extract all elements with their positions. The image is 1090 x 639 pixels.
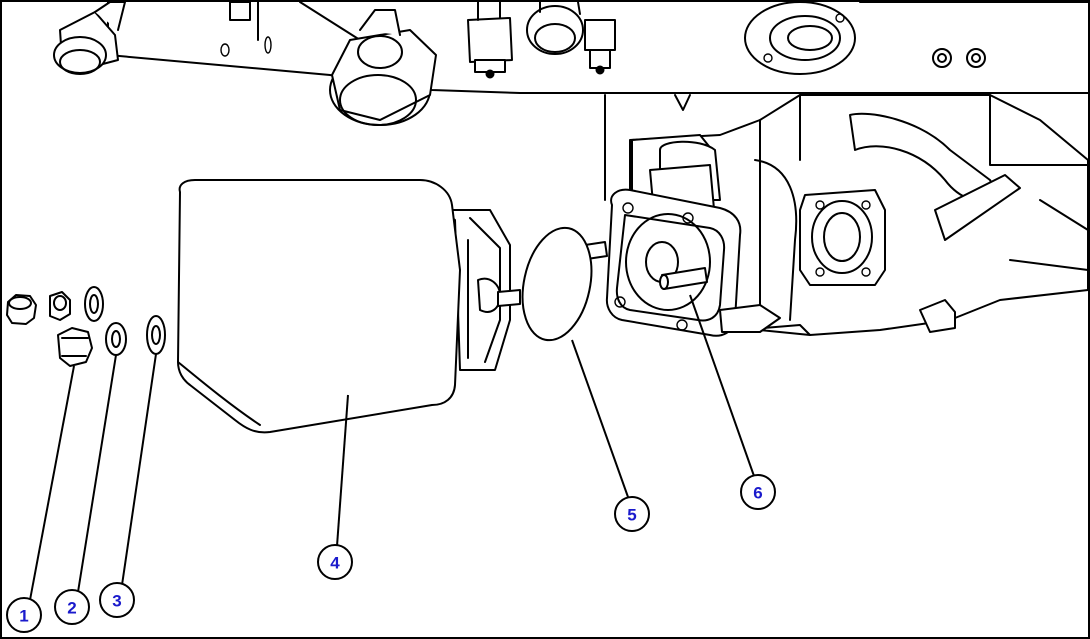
callout-5-label: 5 [627, 506, 636, 525]
hardware-set [6, 286, 166, 367]
callout-3: 3 [99, 582, 135, 618]
callout-5: 5 [614, 496, 650, 532]
leader-4 [336, 394, 349, 547]
callout-4: 4 [317, 544, 353, 580]
callout-2: 2 [54, 589, 90, 625]
callout-3-label: 3 [112, 592, 121, 611]
leader-lines [29, 294, 755, 601]
gasket [521, 226, 593, 342]
callout-4-label: 4 [330, 554, 340, 573]
callout-2-label: 2 [67, 599, 76, 618]
leader-6 [689, 294, 755, 477]
machine-frame [53, 1, 1089, 126]
callout-1: 1 [6, 597, 42, 633]
callout-1-label: 1 [19, 607, 28, 626]
leader-1 [29, 365, 75, 601]
leader-3 [121, 353, 157, 586]
pump-assembly [561, 94, 1089, 337]
reservoir-tank [177, 179, 521, 434]
leader-2 [77, 354, 117, 593]
callout-6: 6 [740, 474, 776, 510]
leader-5 [571, 339, 629, 498]
callout-6-label: 6 [753, 484, 762, 503]
